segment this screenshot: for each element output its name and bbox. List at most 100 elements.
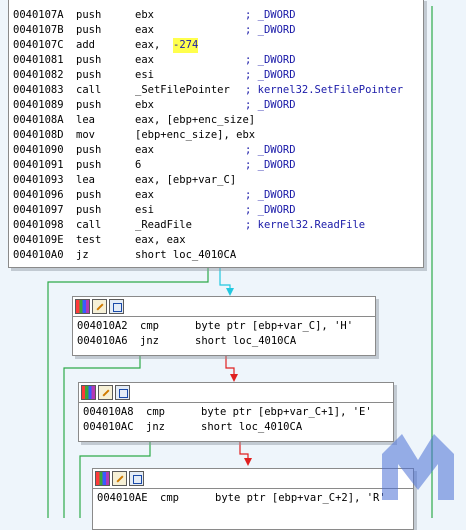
instruction-mnemonic: cmp: [140, 320, 159, 332]
instruction-mnemonic: push: [76, 24, 102, 36]
instruction-comment: ; _DWORD: [245, 24, 296, 36]
instruction-line[interactable]: 0040108D mov [ebp+enc_size], ebx: [13, 128, 419, 143]
instruction-address: 00401083: [13, 84, 64, 96]
graph-overview-icon[interactable]: [109, 299, 124, 314]
instruction-mnemonic: call: [76, 84, 102, 96]
rename-icon[interactable]: [92, 299, 107, 314]
graph-overview-icon[interactable]: [129, 471, 144, 486]
graph-edges: [47, 6, 433, 518]
instruction-operands: _SetFilePointer: [135, 84, 230, 96]
instruction-mnemonic: push: [76, 69, 102, 81]
block-toolbar: [93, 469, 413, 489]
instruction-operands: ebx: [135, 9, 154, 21]
instruction-comment: ; _DWORD: [245, 204, 296, 216]
instruction-address: 00401091: [13, 159, 64, 171]
instruction-line[interactable]: 0040107B push eax ; _DWORD: [13, 23, 419, 38]
instruction-mnemonic: push: [76, 159, 102, 171]
watermark-logo: [382, 434, 454, 500]
instruction-address: 0040109E: [13, 234, 64, 246]
instruction-address: 004010AC: [83, 421, 134, 433]
edge-left-green-1: [47, 268, 209, 518]
edge-left-green-2: [63, 356, 141, 518]
instruction-address: 00401093: [13, 174, 64, 186]
instruction-mnemonic: push: [76, 144, 102, 156]
instruction-operands: eax, [ebp+var_C]: [135, 174, 237, 186]
instruction-comment: ; _DWORD: [245, 99, 296, 111]
instruction-operands: short loc_4010CA: [201, 421, 303, 433]
instruction-operands: esi: [135, 204, 154, 216]
instruction-address: 004010A6: [77, 335, 128, 347]
edge-arrow-h-to-e: [230, 374, 238, 382]
instruction-comment: ; _DWORD: [245, 54, 296, 66]
instruction-line[interactable]: 00401093 lea eax, [ebp+var_C]: [13, 173, 419, 188]
instruction-mnemonic: jz: [76, 249, 89, 261]
instruction-mnemonic: push: [76, 9, 102, 21]
instruction-address: 00401089: [13, 99, 64, 111]
instruction-address: 00401082: [13, 69, 64, 81]
instruction-address: 00401098: [13, 219, 64, 231]
color-palette-icon[interactable]: [81, 385, 96, 400]
instruction-line[interactable]: 00401089 push ebx ; _DWORD: [13, 98, 419, 113]
color-palette-icon[interactable]: [75, 299, 90, 314]
instruction-operands: eax: [135, 144, 154, 156]
instruction-operands: byte ptr [ebp+var_C+2], 'R': [215, 492, 386, 504]
instruction-address: 0040108D: [13, 129, 64, 141]
instruction-operands: ebx: [135, 99, 154, 111]
instruction-address: 00401097: [13, 204, 64, 216]
instruction-mnemonic: mov: [76, 129, 95, 141]
instruction-mnemonic: test: [76, 234, 102, 246]
edge-arrow-e-to-r: [244, 458, 252, 466]
instruction-line[interactable]: 00401090 push eax ; _DWORD: [13, 143, 419, 158]
instruction-comment: ; kernel32.ReadFile: [245, 219, 366, 231]
instruction-address: 0040108A: [13, 114, 64, 126]
instruction-operands: eax: [135, 24, 154, 36]
color-palette-icon[interactable]: [95, 471, 110, 486]
instruction-address: 0040107B: [13, 24, 64, 36]
instruction-operands: eax, [ebp+enc_size]: [135, 114, 256, 126]
instruction-operands: esi: [135, 69, 154, 81]
graph-overview-icon[interactable]: [115, 385, 130, 400]
instruction-comment: ; _DWORD: [245, 189, 296, 201]
instruction-mnemonic: add: [76, 39, 95, 51]
rename-icon[interactable]: [98, 385, 113, 400]
instruction-address: 0040107C: [13, 39, 64, 51]
rename-icon[interactable]: [112, 471, 127, 486]
instruction-address: 00401090: [13, 144, 64, 156]
instruction-address: 004010AE: [97, 492, 148, 504]
instruction-operands: short loc_4010CA: [135, 249, 237, 261]
block-toolbar: [73, 297, 375, 317]
instruction-address: 004010A8: [83, 406, 134, 418]
instruction-operands: [ebp+enc_size], ebx: [135, 129, 256, 141]
instruction-comment: ; _DWORD: [245, 144, 296, 156]
instruction-operands: 6: [135, 159, 142, 171]
instruction-operands: eax: [135, 189, 154, 201]
instruction-mnemonic: push: [76, 189, 102, 201]
instruction-mnemonic: push: [76, 99, 102, 111]
instruction-mnemonic: lea: [76, 174, 95, 186]
instruction-immediate-highlight: -274: [173, 38, 199, 53]
instruction-comment: ; _DWORD: [245, 9, 296, 21]
instruction-mnemonic: push: [76, 54, 102, 66]
